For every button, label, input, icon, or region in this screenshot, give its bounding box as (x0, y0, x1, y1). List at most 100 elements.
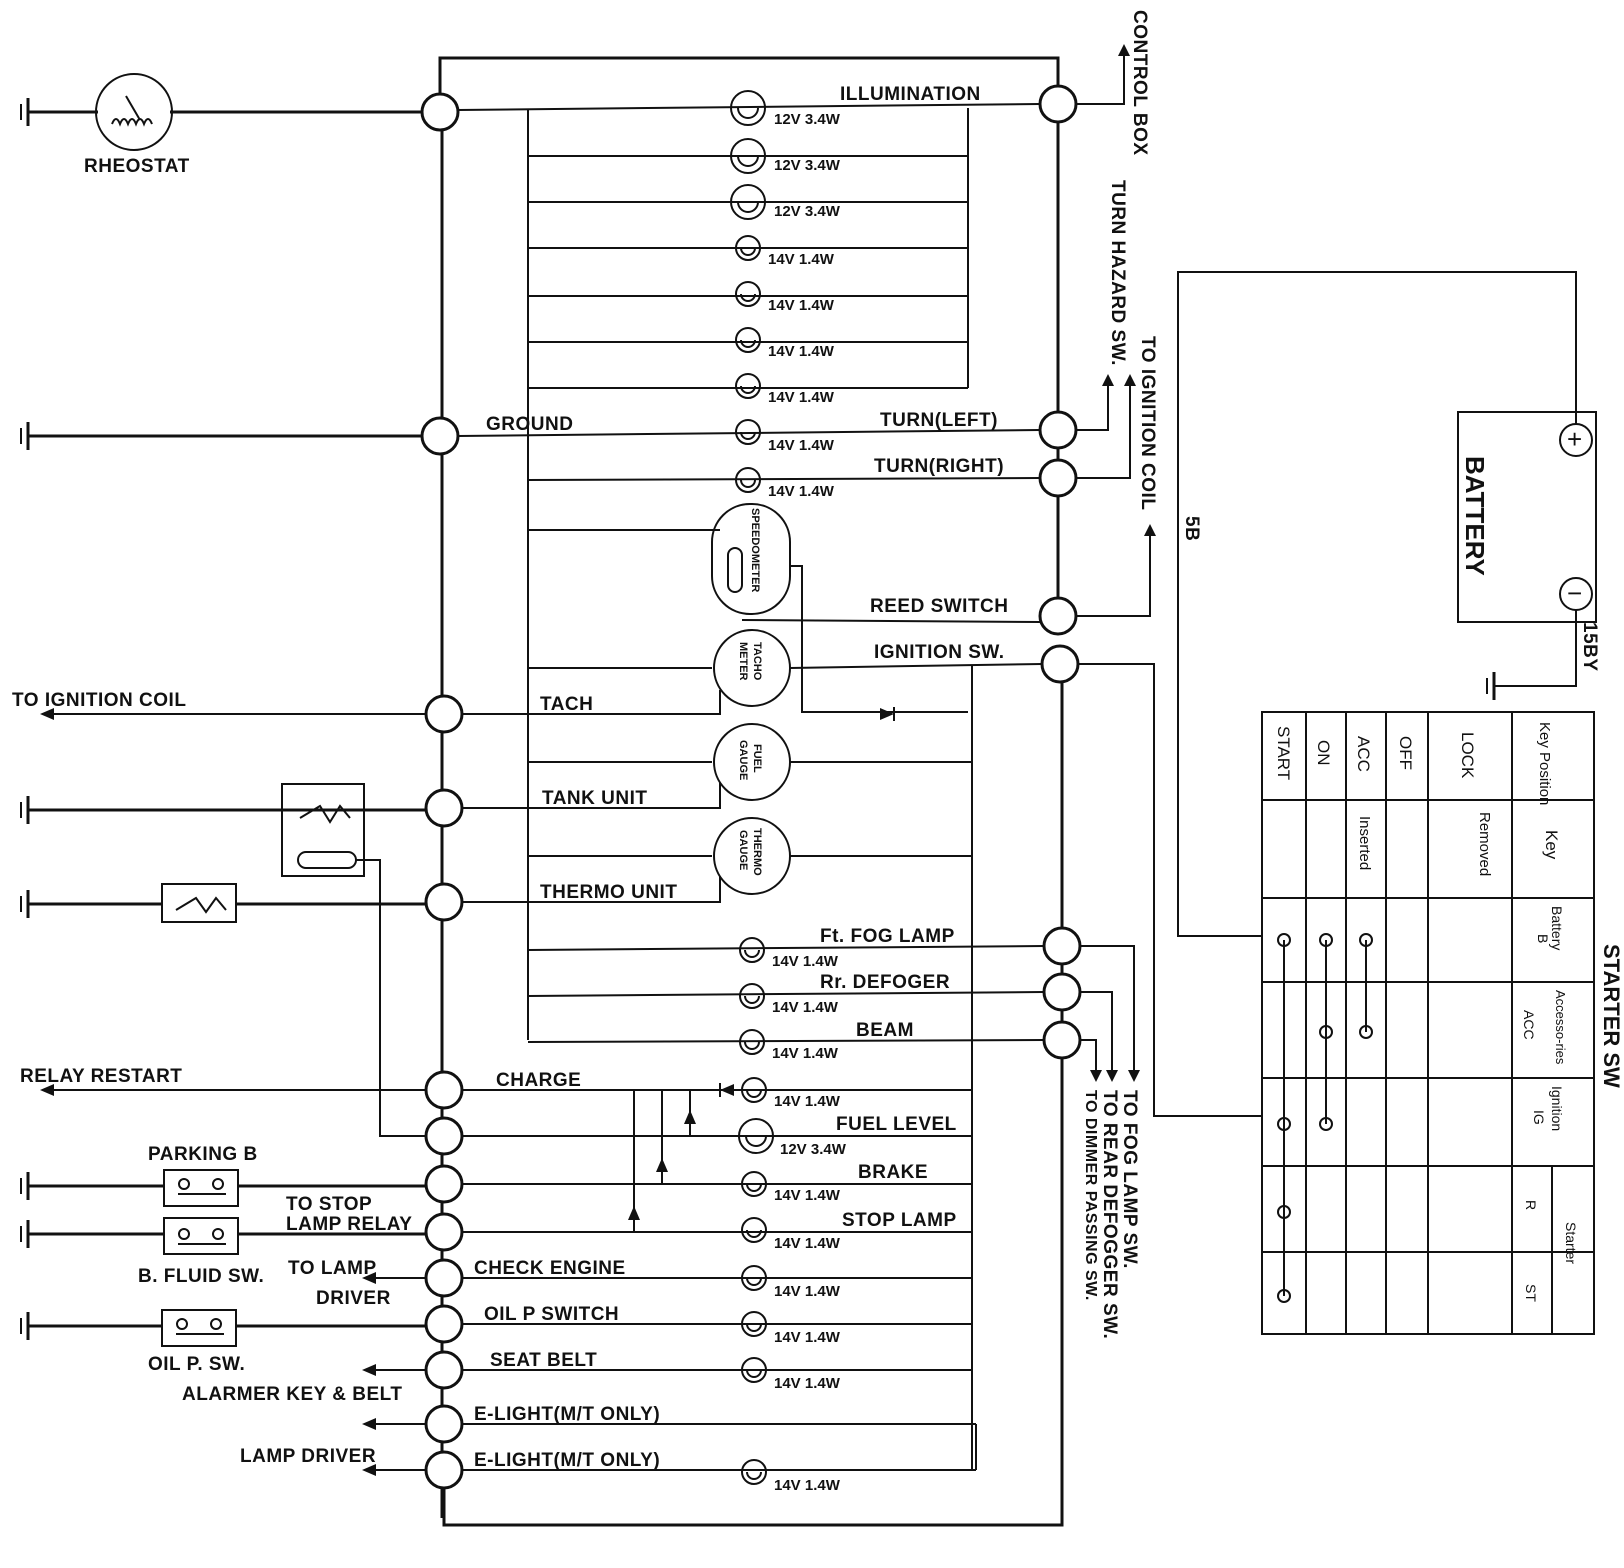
bulb-icon (735, 419, 761, 445)
bulb-rating: 12V 3.4W (774, 111, 841, 128)
bulb-rating: 12V 3.4W (780, 1141, 847, 1158)
bulb-rating: 14V 1.4W (774, 1235, 841, 1252)
connector-fuel-level (424, 1116, 464, 1156)
tacho-label-1: TACHO (751, 642, 763, 681)
bulb-icon (735, 281, 761, 307)
bulb-rating: 12V 3.4W (774, 157, 841, 174)
position-acc: ACC (1354, 736, 1373, 772)
terminal-ig-code: IG (1531, 1110, 1547, 1125)
reed-switch-label: REED SWITCH (870, 596, 1009, 617)
turn-left-label: TURN(LEFT) (880, 410, 998, 431)
bulb-icon (730, 184, 766, 220)
removed-label: Removed (1476, 812, 1493, 876)
connector-check-engine (424, 1258, 464, 1298)
illumination-label: ILLUMINATION (840, 84, 981, 105)
turn-circuits: 14V 1.4W 14V 1.4W GROUND TURN(LEFT) TURN… (457, 410, 1041, 500)
bulb-rating: 12V 3.4W (774, 203, 841, 220)
fuel-gauge-label-2: GAUGE (737, 740, 749, 780)
ground-icon (20, 1312, 30, 1340)
ignition-sw-label: IGNITION SW. (874, 642, 1005, 663)
tank-unit-icon (281, 783, 426, 1137)
to-ignition-coil-right-label: TO IGNITION COIL (1137, 336, 1158, 510)
bulb-icon (741, 1077, 767, 1103)
to-rear-defogger-label: TO REAR DEFOGGER SW. (1099, 1090, 1120, 1339)
to-ignition-coil-left-label: TO IGNITION COIL (12, 690, 186, 711)
thermo-unit-label: THERMO UNIT (540, 882, 677, 903)
tacho-label-2: METER (737, 642, 749, 681)
starter-switch-table: START ON ACC OFF LOCK Key Position Key R… (1261, 711, 1624, 1335)
wire-5b-label: 5B (1181, 516, 1202, 541)
turn-hazard-label: TURN HAZARD SW. (1107, 180, 1128, 366)
connector-seat-belt (424, 1350, 464, 1390)
to-fog-lamp-label: TO FOG LAMP SW. (1119, 1090, 1140, 1269)
to-lamp-label: TO LAMP (288, 1258, 377, 1279)
connector-e-light-2 (424, 1450, 464, 1490)
terminal-ignition: Ignition (1549, 1086, 1565, 1131)
terminal-r-code: R (1523, 1200, 1539, 1210)
warning-lamp-circuits: 14V 1.4W 12V 3.4W 14V 1.4W 14V 1.4W 14V … (462, 1070, 977, 1494)
bulb-icon (738, 1118, 774, 1154)
connector-turn-right (1038, 458, 1078, 498)
connector-defog (1042, 972, 1082, 1012)
illumination-bulbs: 12V 3.4W 12V 3.4W 12V 3.4W 14V 1.4W 14V … (457, 84, 1041, 406)
bulb-rating: 14V 1.4W (768, 389, 835, 406)
e-light-1-label: E-LIGHT(M/T ONLY) (474, 1404, 660, 1425)
left-connectors (420, 92, 464, 1490)
driver-label: DRIVER (316, 1288, 391, 1309)
tank-unit-label: TANK UNIT (542, 788, 647, 809)
bulb-icon (739, 937, 765, 963)
bulb-icon (739, 1029, 765, 1055)
connector-tank (424, 788, 464, 828)
ground-label: GROUND (486, 414, 573, 435)
fuel-gauge-label-1: FUEL (751, 744, 763, 773)
alarmer-label: ALARMER KEY & BELT (182, 1384, 402, 1405)
starter-group-label: Starter (1563, 1222, 1579, 1264)
ft-fog-lamp-label: Ft. FOG LAMP (820, 926, 955, 947)
ground-icon (1486, 672, 1496, 700)
bulb-icon (735, 235, 761, 261)
connector-ignition (1040, 644, 1080, 684)
b-fluid-label: B. FLUID SW. (138, 1266, 264, 1287)
key-header: Key (1542, 830, 1561, 860)
ground-icon (20, 1220, 30, 1248)
right-vertical-labels: CONTROL BOX TURN HAZARD SW. TO IGNITION … (1082, 10, 1158, 1339)
bulb-rating: 14V 1.4W (774, 1283, 841, 1300)
ground-icon (20, 422, 30, 450)
bulb-rating: 14V 1.4W (768, 437, 835, 454)
connector-stop (424, 1212, 464, 1252)
speedometer-label: SPEEDOMETER (749, 508, 761, 592)
battery: + − BATTERY 5B 15BY (1177, 271, 1600, 937)
contact-matrix (1277, 933, 1373, 1303)
inserted-label: Inserted (1356, 816, 1373, 870)
minus-icon: − (1567, 578, 1582, 608)
switch-icon (163, 1169, 239, 1207)
bulb-rating: 14V 1.4W (768, 297, 835, 314)
ground-icon (20, 98, 30, 126)
bulb-rating: 14V 1.4W (774, 1187, 841, 1204)
bulb-rating: 14V 1.4W (772, 999, 839, 1016)
connector-ground (420, 416, 460, 456)
right-arrows (1076, 44, 1262, 1117)
check-engine-label: CHECK ENGINE (474, 1258, 626, 1279)
position-lock: LOCK (1458, 732, 1477, 779)
ground-icon (20, 890, 30, 918)
connector-tach (424, 694, 464, 734)
thermo-gauge-label-2: GAUGE (737, 830, 749, 870)
oil-p-sw-label: OIL P. SW. (148, 1354, 245, 1375)
rr-defoger-label: Rr. DEFOGER (820, 972, 950, 993)
to-dimmer-label: TO DIMMER PASSING SW. (1082, 1090, 1099, 1301)
key-position-header: Key Position (1536, 722, 1553, 805)
wire-15by-label: 15BY (1579, 622, 1600, 672)
thermo-unit-icon (161, 883, 237, 923)
bulb-icon (741, 1357, 767, 1383)
bulb-rating: 14V 1.4W (774, 1477, 841, 1494)
lamp-driver-label: LAMP DRIVER (240, 1446, 376, 1467)
e-light-2-label: E-LIGHT(M/T ONLY) (474, 1450, 660, 1471)
bulb-icon (730, 90, 766, 126)
bulb-icon (741, 1265, 767, 1291)
thermo-gauge-label-1: THERMO (751, 828, 763, 876)
bulb-icon (735, 467, 761, 493)
bulb-rating: 14V 1.4W (772, 953, 839, 970)
rheostat-label: RHEOSTAT (84, 156, 190, 177)
